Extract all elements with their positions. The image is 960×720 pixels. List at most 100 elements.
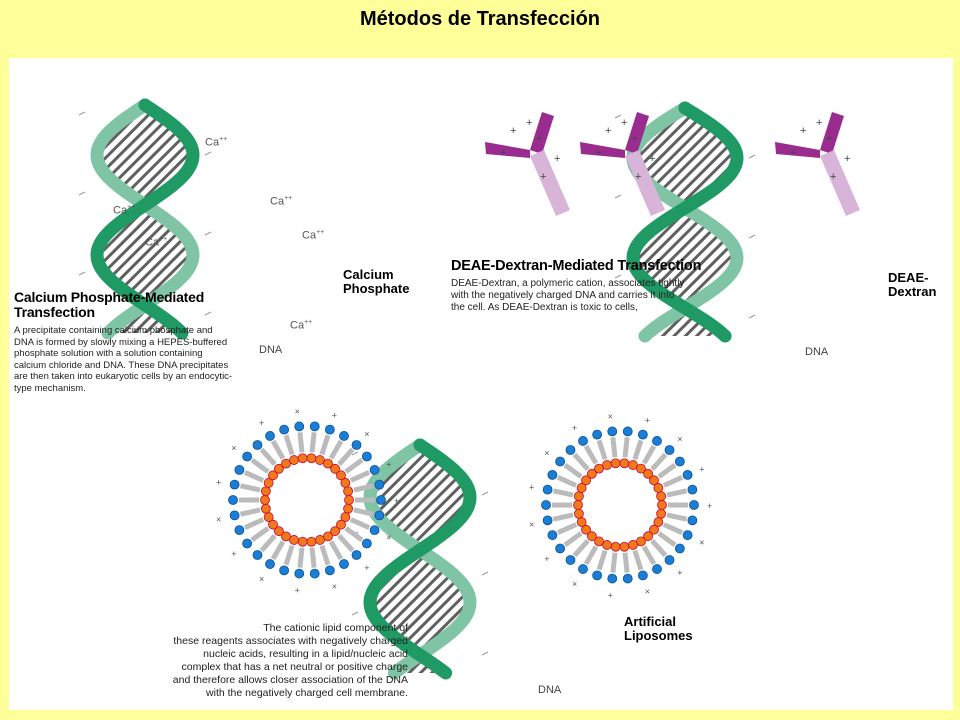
lipid-tail: [259, 447, 277, 467]
lipid-tail: [632, 439, 644, 461]
dextran-molecules: ++++++++++++++++++: [485, 112, 860, 216]
charge-sign: +: [608, 591, 613, 601]
reagent-label-deae: DEAE- Dextran: [888, 271, 936, 299]
calcium-body-line: calcium chloride and DNA. These DNA prec…: [14, 359, 229, 371]
lipid-outer-head: [361, 538, 372, 549]
charge-sign: +: [572, 423, 577, 433]
lipid-inner-head: [594, 463, 604, 474]
negative-charge-mark: [481, 651, 489, 656]
calcium-body-line: are then taken into eukaryotic cells by …: [14, 371, 233, 382]
lipid-inner-head: [602, 460, 612, 470]
calcium-heading: Calcium Phosphate-Mediated: [14, 289, 205, 305]
lipid-tail: [250, 526, 270, 542]
lipid-outer-head: [637, 570, 648, 581]
calcium-ion-label: Ca++: [302, 229, 325, 242]
reagent-label-liposome: Artificial Liposomes: [624, 615, 693, 643]
charge-sign: ×: [572, 579, 577, 589]
lipid-outer-head: [229, 510, 240, 521]
charge-sign: +: [645, 415, 650, 425]
lipid-tail: [572, 452, 590, 472]
lipid-inner-head: [643, 531, 654, 542]
negative-charge-mark: [748, 314, 756, 319]
lipid-tail: [556, 522, 578, 535]
lipid-outer-head: [309, 568, 320, 579]
deae-heading: DEAE-Dextran-Mediated Transfection: [451, 259, 702, 274]
lipid-inner-head: [336, 519, 346, 530]
lipid-tail: [259, 533, 277, 553]
lipid-tail: [657, 463, 677, 479]
lipid-tail: [337, 533, 355, 553]
lipid-outer-head: [294, 568, 305, 579]
dna-helix-liposome: [351, 438, 489, 680]
liposome-left: +×+×+×+×+×+×+×+: [216, 406, 399, 595]
lipid-tail: [270, 439, 286, 460]
lipid-outer-head: [664, 555, 675, 565]
lipid-inner-head: [273, 526, 284, 537]
positive-charge-sign: +: [554, 153, 560, 165]
lipid-outer-head: [664, 445, 675, 455]
positive-charge-sign: +: [500, 147, 506, 159]
lipid-tail: [297, 432, 305, 453]
lipid-tail: [250, 458, 270, 474]
dextran-arm: [530, 112, 554, 154]
lipid-outer-head: [622, 426, 633, 437]
lipid-tail: [283, 544, 295, 566]
negative-charge-mark: [78, 111, 86, 116]
liposome-body-line: with the negatively charged cell membran…: [206, 687, 408, 699]
dextran-arm: [775, 142, 820, 158]
dna-strand-front: [626, 101, 744, 343]
lipid-inner-head: [306, 453, 317, 464]
negative-charge-mark: [351, 451, 359, 456]
lipid-outer-head: [339, 559, 349, 569]
lipid-tail: [622, 552, 630, 573]
lipid-inner-head: [576, 517, 587, 527]
dna-helix-calcium: [78, 98, 212, 340]
liposome-body-line: and therefore allows closer association …: [172, 674, 408, 686]
lipid-outer-head: [309, 421, 320, 432]
lipid-outer-head: [279, 565, 290, 576]
negative-charge-mark: [481, 571, 489, 576]
charge-sign: ×: [386, 533, 391, 543]
lipid-outer-head: [339, 431, 349, 441]
charge-sign: ×: [529, 520, 534, 530]
charge-sign: +: [231, 549, 236, 559]
lipid-outer-head: [607, 573, 618, 584]
lipid-outer-head: [228, 495, 238, 505]
charge-sign: ×: [231, 443, 236, 453]
liposome-right: +×+×+×+×+×+×+×+: [529, 411, 712, 600]
lipid-outer-head: [689, 500, 699, 510]
positive-charge-sign: +: [526, 117, 532, 129]
positive-charge-sign: +: [826, 133, 832, 145]
reagent-label-line: Artificial: [624, 614, 677, 629]
lipid-inner-head: [273, 463, 284, 474]
lipid-tail: [610, 437, 618, 458]
lipid-inner-head: [594, 536, 604, 547]
lipid-inner-head: [340, 478, 351, 488]
negative-charge-mark: [748, 154, 756, 159]
positive-charge-sign: +: [790, 147, 796, 159]
lipid-outer-head: [351, 550, 362, 560]
liposome-body-line: these reagents associates with negativel…: [173, 635, 408, 647]
dextran-arm: [820, 112, 844, 154]
lipid-outer-head: [265, 559, 275, 569]
positive-charge-sign: +: [540, 171, 546, 183]
base-pairs: [370, 445, 470, 673]
positive-charge-sign: +: [649, 153, 655, 165]
lipid-tail: [328, 439, 344, 460]
positive-charge-sign: +: [631, 133, 637, 145]
reagent-label-line: DEAE-: [888, 270, 929, 285]
dextran-molecule: ++++++: [580, 112, 665, 216]
dna-strand-front: [363, 438, 477, 680]
charge-sign: ×: [259, 574, 264, 584]
dextran-arm: [580, 142, 625, 158]
lipid-inner-head: [297, 536, 308, 547]
lipid-inner-head: [323, 458, 333, 469]
lipid-tail: [650, 452, 668, 472]
lipid-tail: [666, 488, 688, 498]
lipid-tail: [270, 540, 286, 561]
liposome-body-line: complex that has a net neutral or positi…: [181, 661, 408, 673]
positive-charge-sign: +: [635, 171, 641, 183]
lipid-tail: [556, 475, 578, 488]
lipid-tail: [552, 512, 574, 522]
lipid-tail: [297, 547, 305, 568]
